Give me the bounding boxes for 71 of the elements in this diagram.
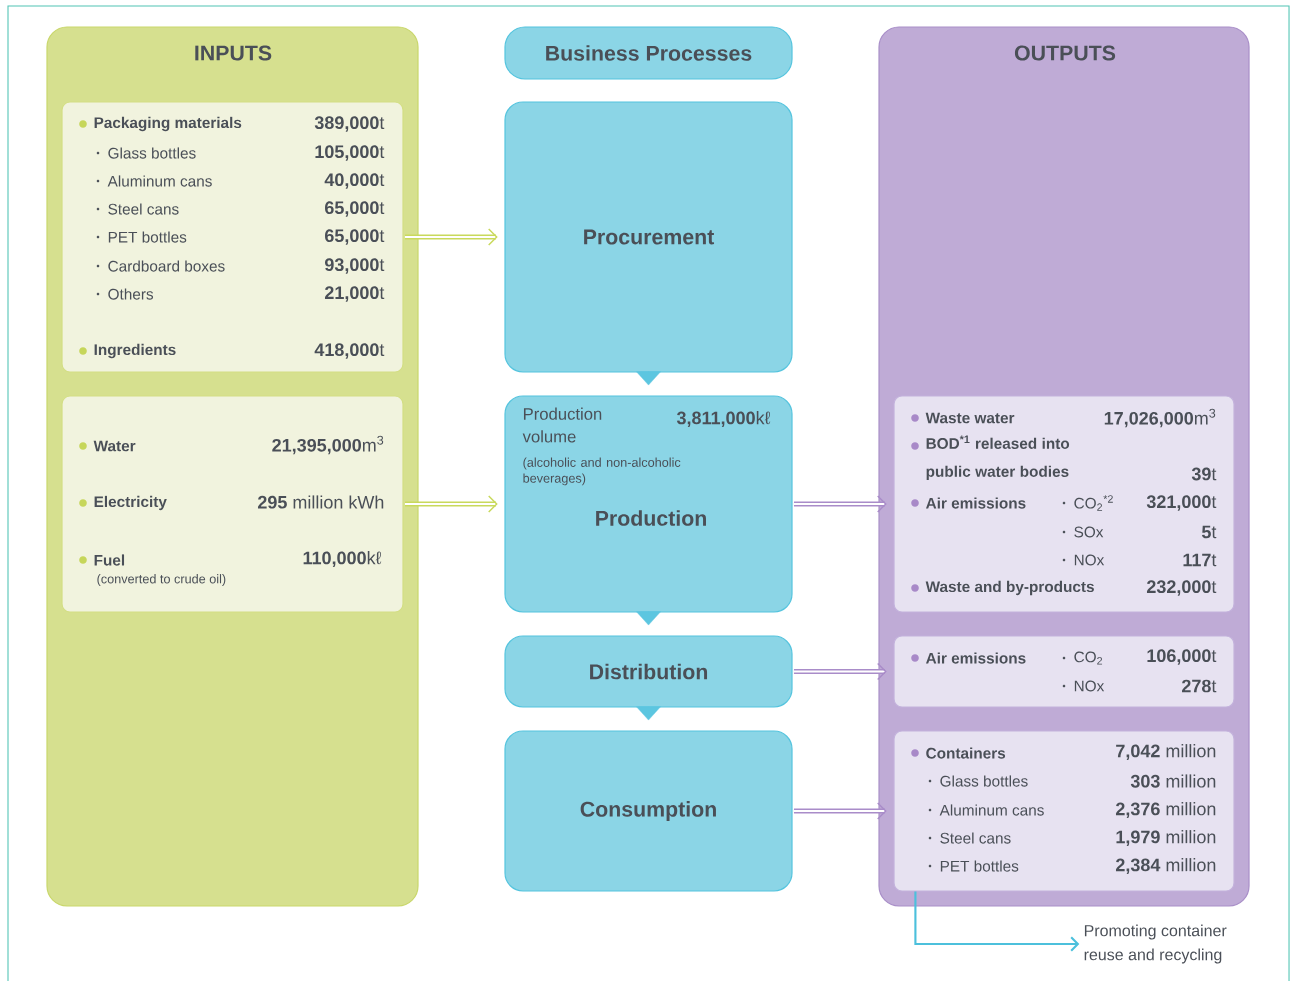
item-value: 2,384 million <box>1116 858 1216 874</box>
item-label: Production volume <box>522 407 602 443</box>
item-label: Electricity <box>79 495 167 511</box>
sub-item-label: Glass bottles <box>928 775 1028 787</box>
header-box: Business Processes <box>504 26 793 80</box>
sub-item-label: Cardboard boxes <box>96 260 225 272</box>
item-value: 65,000t <box>325 229 385 245</box>
heading: Production <box>596 510 706 526</box>
double-arrow <box>793 495 887 513</box>
process-box: Distribution <box>504 635 793 708</box>
item-value: 105,000t <box>315 145 385 161</box>
item-label: Fuel <box>79 554 125 566</box>
item-value: 278t <box>1182 679 1217 693</box>
sub-item-label: Steel cans <box>96 203 179 215</box>
sub-item-label: Steel cans <box>928 832 1011 844</box>
item-value: 117t <box>1183 553 1217 567</box>
arrow <box>914 891 1080 952</box>
item-value: 295 million kWh <box>258 495 384 509</box>
item-label: Waste and by-products <box>911 580 1094 596</box>
item-value: 39t <box>1191 467 1217 481</box>
item-label: Water <box>79 440 136 452</box>
double-arrow <box>404 228 498 246</box>
process-box: Consumption <box>504 730 793 892</box>
item-value: 303 million <box>1130 774 1216 788</box>
item-value: 321,000t <box>1146 495 1217 511</box>
item-label: BOD$^{*1}$ released into public water bodies <box>911 435 1070 480</box>
sub-item-label: SOx <box>1062 526 1104 538</box>
item-value: 389,000t <box>314 116 385 132</box>
item-value: 106,000t <box>1147 649 1217 665</box>
sub-item-label: CO$_{2}$*2 <box>1062 495 1113 511</box>
process-box: Procurement <box>504 101 793 373</box>
sub-item-label: Glass bottles <box>96 147 196 159</box>
item-label: Air emissions <box>911 497 1026 509</box>
heading: INPUTS <box>195 45 272 61</box>
note-text: (alcoholic and non-alcoholic beverages) <box>523 457 681 486</box>
note-text: Promoting container reuse and recycling <box>1084 924 1227 964</box>
sub-item-label: CO$_{2}$ <box>1062 651 1103 665</box>
item-value: 93,000t <box>325 258 385 274</box>
item-label: Waste water <box>911 412 1015 424</box>
heading: OUTPUTS <box>1014 45 1116 61</box>
item-label: Containers <box>911 747 1006 759</box>
item-value: 7,042 million <box>1116 744 1216 760</box>
double-arrow <box>404 495 498 513</box>
sub-item-label: Others <box>96 288 154 300</box>
item-value: 418,000t <box>314 343 385 359</box>
sub-item-label: Aluminum cans <box>96 175 212 187</box>
sub-item-label: PET bottles <box>928 860 1019 872</box>
item-value: 21,395,000m$^{3}$ <box>272 435 384 455</box>
item-value: 65,000t <box>325 201 385 217</box>
item-value: 1,979 million <box>1116 830 1216 846</box>
item-value: 21,000t <box>325 286 385 302</box>
item-value: 2,376 million <box>1116 802 1216 818</box>
item-label: Ingredients <box>79 343 176 359</box>
item-value: 3,811,000kℓ <box>676 411 771 427</box>
sub-item-label: NOx <box>1062 680 1105 692</box>
item-label: Packaging materials <box>79 116 242 132</box>
chevron-arrow <box>636 611 661 626</box>
item-value: 17,026,000m$^{3}$ <box>1104 408 1216 428</box>
item-value: 40,000t <box>324 173 385 189</box>
item-label: Air emissions <box>911 652 1026 664</box>
note-text: (converted to crude oil) <box>97 574 226 586</box>
sub-item-label: Aluminum cans <box>928 804 1044 816</box>
item-value: 232,000t <box>1147 580 1217 596</box>
chevron-arrow <box>636 706 661 721</box>
item-value: 110,000kℓ <box>303 551 382 567</box>
sub-item-label: NOx <box>1062 554 1105 566</box>
double-arrow <box>793 802 887 820</box>
double-arrow <box>793 662 887 681</box>
item-value: 5t <box>1201 525 1217 539</box>
sub-item-label: PET bottles <box>96 231 187 243</box>
chevron-arrow <box>636 371 661 386</box>
